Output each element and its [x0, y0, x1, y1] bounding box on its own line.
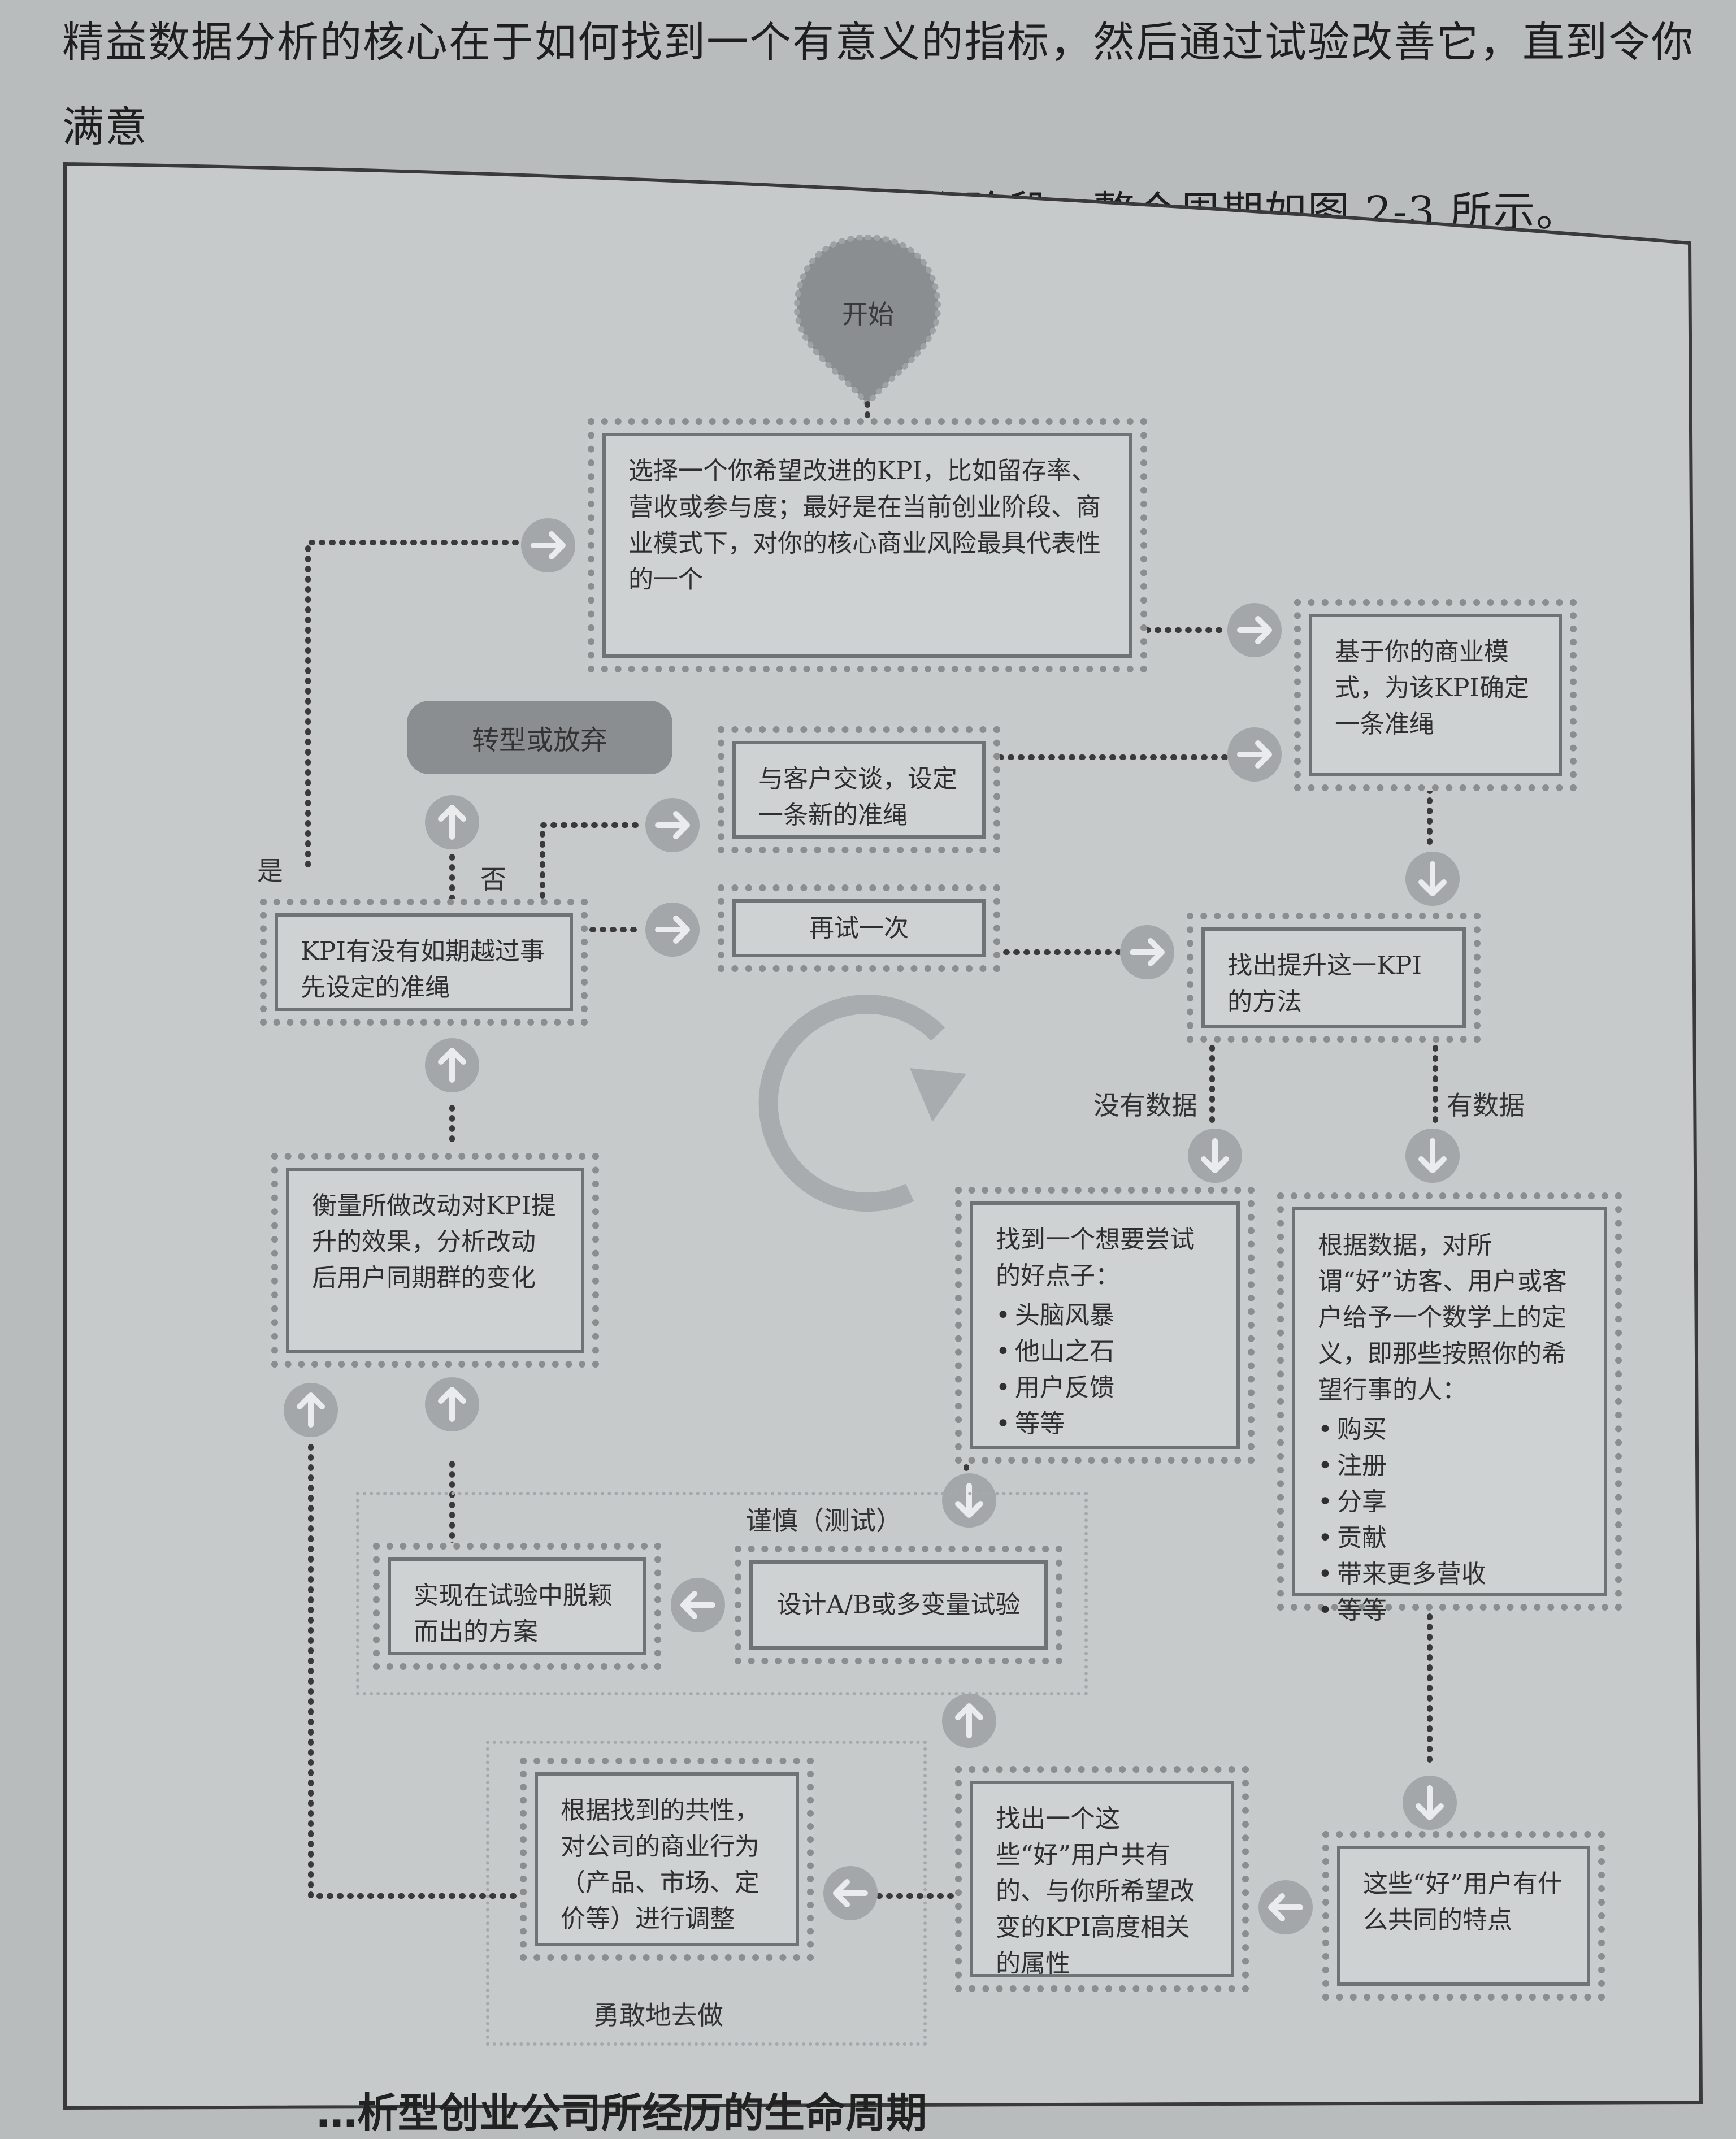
idea-box: 找到一个想要尝试的好点子： 头脑风暴 他山之石 用户反馈 等等 [955, 1187, 1255, 1464]
no-data-label: 没有数据 [1093, 1090, 1197, 1121]
define-good-box: 根据数据，对所谓“好”访客、用户或客户给予一个数学上的定义，即那些按照你的希望行… [1277, 1192, 1622, 1629]
arrow-up-icon [284, 1383, 338, 1437]
brave-label: 勇敢地去做 [593, 2000, 723, 2030]
arrow-up-icon [425, 795, 479, 849]
cautious-label: 谨慎（测试） [740, 1500, 908, 1538]
define-good-item: 等等 [1318, 1593, 1581, 1629]
adjust-text: 根据找到的共性，对公司的商业行为（产品、市场、定价等）进行调整 [535, 1772, 799, 1946]
set-line-text: 基于你的商业模式，为该KPI确定一条准绳 [1309, 614, 1562, 776]
arrow-up-icon [425, 1377, 479, 1431]
idea-list: 头脑风暴 他山之石 用户反馈 等等 [996, 1298, 1214, 1442]
implement-box: 实现在试验中脱颖而出的方案 [373, 1543, 661, 1670]
define-good-item: 带来更多营收 [1318, 1556, 1581, 1593]
talk-box: 与客户交谈，设定一条新的准绳 [718, 726, 1000, 853]
arrow-right-icon [1120, 925, 1174, 979]
retry-box: 再试一次 [718, 884, 1000, 972]
arrow-right-icon [1227, 603, 1282, 657]
idea-item: 等等 [996, 1406, 1214, 1442]
kpi-check-text: KPI有没有如期越过事先设定的准绳 [275, 913, 573, 1011]
define-good-title: 根据数据，对所谓“好”访客、用户或客户给予一个数学上的定义，即那些按照你的希望行… [1318, 1231, 1567, 1404]
intro-line-1: 精益数据分析的核心在于如何找到一个有意义的指标，然后通过试验改善它，直到令你满意 [62, 18, 1694, 151]
arrow-down-icon [1188, 1129, 1242, 1183]
cycle-icon [758, 995, 966, 1212]
find-method-text: 找出提升这一KPI的方法 [1201, 927, 1466, 1028]
design-box: 设计A/B或多变量试验 [735, 1546, 1062, 1664]
start-label: 开始 [842, 299, 894, 329]
measure-text: 衡量所做改动对KPI提升的效果，分析改动后用户同期群的变化 [286, 1168, 584, 1353]
idea-title: 找到一个想要尝试的好点子： [996, 1225, 1195, 1290]
yes-label: 是 [257, 856, 283, 886]
find-attr-text: 找出一个这些“好”用户共有的、与你所希望改变的KPI高度相关的属性 [970, 1781, 1234, 1978]
common-traits-text: 这些“好”用户有什么共同的特点 [1337, 1846, 1590, 1986]
has-data-label: 有数据 [1447, 1090, 1525, 1121]
define-good-item: 贡献 [1318, 1520, 1581, 1556]
find-method-box: 找出提升这一KPI的方法 [1187, 913, 1481, 1043]
measure-box: 衡量所做改动对KPI提升的效果，分析改动后用户同期群的变化 [271, 1153, 599, 1368]
common-traits-box: 这些“好”用户有什么共同的特点 [1322, 1831, 1605, 2001]
figure-caption: …析型创业公司所经历的生命周期 [316, 2089, 927, 2137]
choose-kpi-text: 选择一个你希望改进的KPI，比如留存率、营收或参与度；最好是在当前创业阶段、商业… [602, 433, 1132, 658]
choose-kpi-box: 选择一个你希望改进的KPI，比如留存率、营收或参与度；最好是在当前创业阶段、商业… [588, 418, 1147, 672]
pivot-box: 转型或放弃 [407, 701, 672, 774]
arrow-right-icon [645, 798, 700, 852]
define-good-item: 分享 [1318, 1484, 1581, 1520]
arrow-right-icon [1227, 727, 1282, 782]
arrow-right-icon [645, 903, 700, 957]
idea-item: 他山之石 [996, 1334, 1214, 1370]
arrow-up-icon [425, 1038, 479, 1092]
find-attr-box: 找出一个这些“好”用户共有的、与你所希望改变的KPI高度相关的属性 [955, 1766, 1249, 1992]
cautious-group [356, 1492, 1088, 1695]
no-label: 否 [480, 864, 506, 895]
kpi-check-box: KPI有没有如期越过事先设定的准绳 [260, 899, 588, 1026]
idea-item: 用户反馈 [996, 1370, 1214, 1406]
arrow-down-icon [1403, 1776, 1457, 1830]
brave-group [486, 1741, 927, 2046]
set-line-box: 基于你的商业模式，为该KPI确定一条准绳 [1294, 599, 1577, 791]
arrow-up-icon [942, 1694, 996, 1748]
arrow-right-icon [521, 518, 575, 572]
implement-text: 实现在试验中脱颖而出的方案 [388, 1557, 646, 1655]
define-good-list: 购买 注册 分享 贡献 带来更多营收 等等 [1318, 1412, 1581, 1629]
talk-text: 与客户交谈，设定一条新的准绳 [732, 741, 986, 839]
arrow-down-icon [1405, 852, 1460, 906]
define-good-item: 购买 [1318, 1412, 1581, 1448]
arrow-left-icon [1258, 1880, 1313, 1934]
arrow-down-icon [1405, 1129, 1460, 1183]
design-text: 设计A/B或多变量试验 [749, 1560, 1048, 1650]
adjust-box: 根据找到的共性，对公司的商业行为（产品、市场、定价等）进行调整 [520, 1758, 814, 1961]
retry-text: 再试一次 [732, 899, 986, 957]
define-good-item: 注册 [1318, 1448, 1581, 1484]
idea-item: 头脑风暴 [996, 1298, 1214, 1334]
